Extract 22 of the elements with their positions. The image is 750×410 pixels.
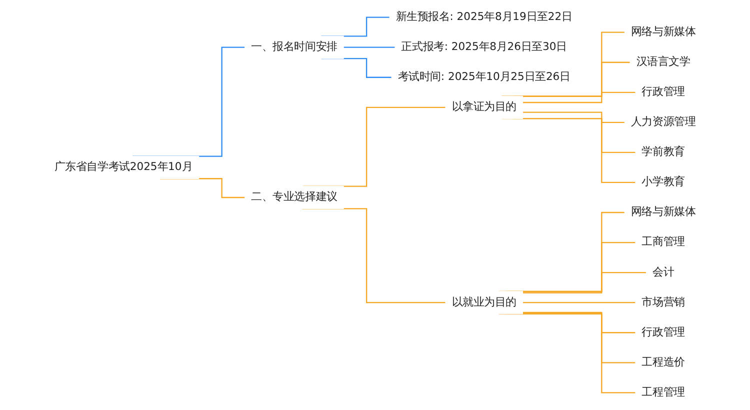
node-text: 小学教育 xyxy=(642,176,685,188)
node-text: 工商管理 xyxy=(642,236,685,248)
node-text: 正式报考: 2025年8月26日至30日 xyxy=(401,40,568,54)
node-text: 网络与新媒体 xyxy=(630,26,696,38)
node-text: 工程造价 xyxy=(642,356,685,368)
node-text: 汉语言文学 xyxy=(636,56,690,68)
connector xyxy=(522,112,626,123)
node-text: 考试时间: 2025年10月25日至26日 xyxy=(398,70,570,84)
connector xyxy=(522,92,636,104)
node-text: 行政管理 xyxy=(642,86,685,98)
connector xyxy=(522,302,636,304)
node-text: 市场营销 xyxy=(642,296,685,308)
node-text: 行政管理 xyxy=(642,326,685,338)
node-text: 学前教育 xyxy=(642,146,685,158)
node-text: 工程管理 xyxy=(642,386,685,398)
node-text: 网络与新媒体 xyxy=(630,206,696,218)
node-text: 会计 xyxy=(652,266,674,278)
connector xyxy=(343,46,396,48)
connector xyxy=(522,272,647,294)
node-text: 人力资源管理 xyxy=(630,116,696,128)
connector xyxy=(522,312,636,334)
node-text: 新生预报名: 2025年8月19日至22日 xyxy=(396,10,572,24)
